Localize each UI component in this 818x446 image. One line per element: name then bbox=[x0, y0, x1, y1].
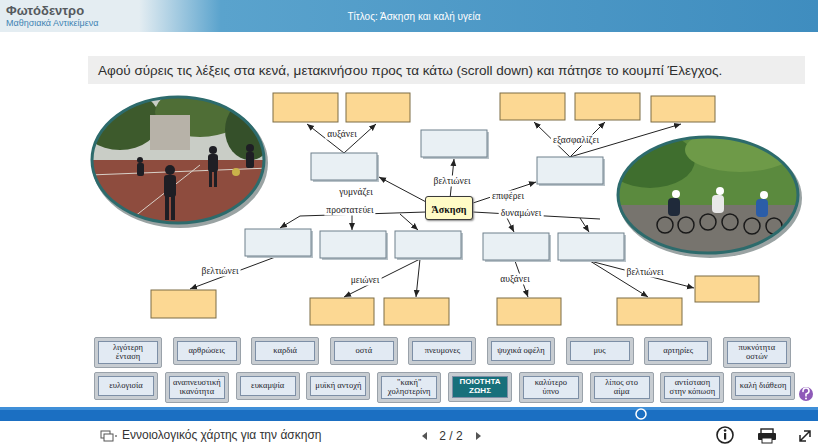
word-tile: αρθρώσεις bbox=[173, 337, 241, 365]
word-tile-text: πνευμονες bbox=[412, 341, 472, 361]
word-tile-text: καρδιά bbox=[255, 341, 315, 361]
central-concept-text: Άσκηση bbox=[431, 204, 466, 215]
word-tile: μυϊκή αντοχή bbox=[306, 372, 370, 400]
word-tile-text: καλή διάθεση bbox=[735, 376, 791, 396]
word-tile: αρτηρίες bbox=[644, 337, 712, 365]
word-tile: πνευμονες bbox=[408, 337, 476, 365]
word-tile-text: "κακή" χοληστερίνη bbox=[381, 376, 437, 399]
word-tile: αναπνευστική ικανότητα bbox=[165, 372, 229, 403]
page-title: Τίτλος: Άσκηση και καλή υγεία bbox=[337, 11, 480, 22]
word-tile: καλή διάθεση bbox=[731, 372, 795, 400]
word-tile-text: οστά bbox=[334, 341, 394, 361]
link-label: επιφέρει bbox=[490, 191, 526, 202]
link-label: αυξάνει bbox=[498, 274, 531, 285]
instruction-band: Αφού σύρεις τις λέξεις στα κενά, μετακιν… bbox=[88, 56, 805, 84]
word-tile: αντίσταση στην κόπωση bbox=[660, 372, 724, 403]
word-tile-text: καλύτερο ύπνο bbox=[523, 376, 579, 399]
word-tile: ευλογισία bbox=[94, 372, 158, 400]
word-tile: "κακή" χοληστερίνη bbox=[377, 372, 441, 403]
link-label: βελτιώνει bbox=[625, 267, 666, 278]
help-icon bbox=[799, 387, 813, 401]
word-tile-text: αναπνευστική ικανότητα bbox=[169, 376, 225, 399]
word-tile-text: λιγότερη ένταση bbox=[98, 341, 158, 364]
word-tile-text: μυς bbox=[570, 341, 630, 361]
word-tile-text: αρτηρίες bbox=[648, 341, 708, 361]
word-tile: καλύτερο ύπνο bbox=[519, 372, 583, 403]
link-label: δυναμώνει bbox=[499, 208, 544, 219]
photo-left bbox=[80, 87, 275, 230]
link-label: γυμνάζει bbox=[337, 187, 375, 198]
footer-caption: Εννοιολογικός χάρτης για την άσκηση bbox=[122, 428, 321, 442]
word-tile-text: ΠΟΙΟΤΗΤΑ ΖΩΗΣ bbox=[452, 376, 508, 398]
word-tile: οστά bbox=[330, 337, 398, 365]
word-tile: μυς bbox=[566, 337, 634, 365]
word-tile-text: ψυχικά οφέλη bbox=[491, 341, 551, 361]
word-tile-text: μυϊκή αντοχή bbox=[310, 376, 366, 396]
link-label: μειώνει bbox=[349, 275, 382, 286]
photo-right bbox=[605, 128, 805, 260]
map-connectors bbox=[190, 122, 694, 297]
link-label: εξασφαλίζει bbox=[551, 135, 601, 146]
word-tile: ΠΟΙΟΤΗΤΑ ΖΩΗΣ bbox=[448, 372, 512, 402]
word-tile-text: λίπος στο αίμα bbox=[594, 376, 650, 399]
title-holder: Τίτλος: Άσκηση και καλή υγεία bbox=[0, 0, 818, 32]
word-tile-text: ευκαμψία bbox=[240, 376, 296, 396]
word-tile-text: αντίσταση στην κόπωση bbox=[664, 376, 720, 399]
link-label: αυξάνει bbox=[325, 129, 358, 140]
link-label: προστατεύει bbox=[324, 205, 375, 216]
empty-slot bbox=[151, 93, 759, 325]
word-tile: λιγότερη ένταση bbox=[94, 337, 162, 368]
link-label: βελτιώνει bbox=[432, 176, 473, 187]
word-tile-text: πυκνότητα οστών bbox=[727, 341, 787, 364]
progress-bar bbox=[0, 407, 818, 421]
footer-icons bbox=[101, 427, 810, 443]
link-label: βελτιώνει bbox=[200, 266, 241, 277]
page-counter: 2 / 2 bbox=[437, 431, 464, 442]
central-concept: Άσκηση bbox=[425, 196, 472, 220]
word-tile: πυκνότητα οστών bbox=[723, 337, 791, 368]
word-tile-text: ευλογισία bbox=[98, 376, 154, 396]
word-tile: ευκαμψία bbox=[236, 372, 300, 400]
instruction-band-text: Αφού σύρεις τις λέξεις στα κενά, μετακιν… bbox=[98, 63, 722, 78]
word-tile-text: αρθρώσεις bbox=[177, 341, 237, 361]
word-tile: ψυχικά οφέλη bbox=[487, 337, 555, 365]
word-tile: καρδιά bbox=[251, 337, 319, 365]
word-tile: λίπος στο αίμα bbox=[590, 372, 654, 403]
empty-slot bbox=[245, 130, 626, 262]
